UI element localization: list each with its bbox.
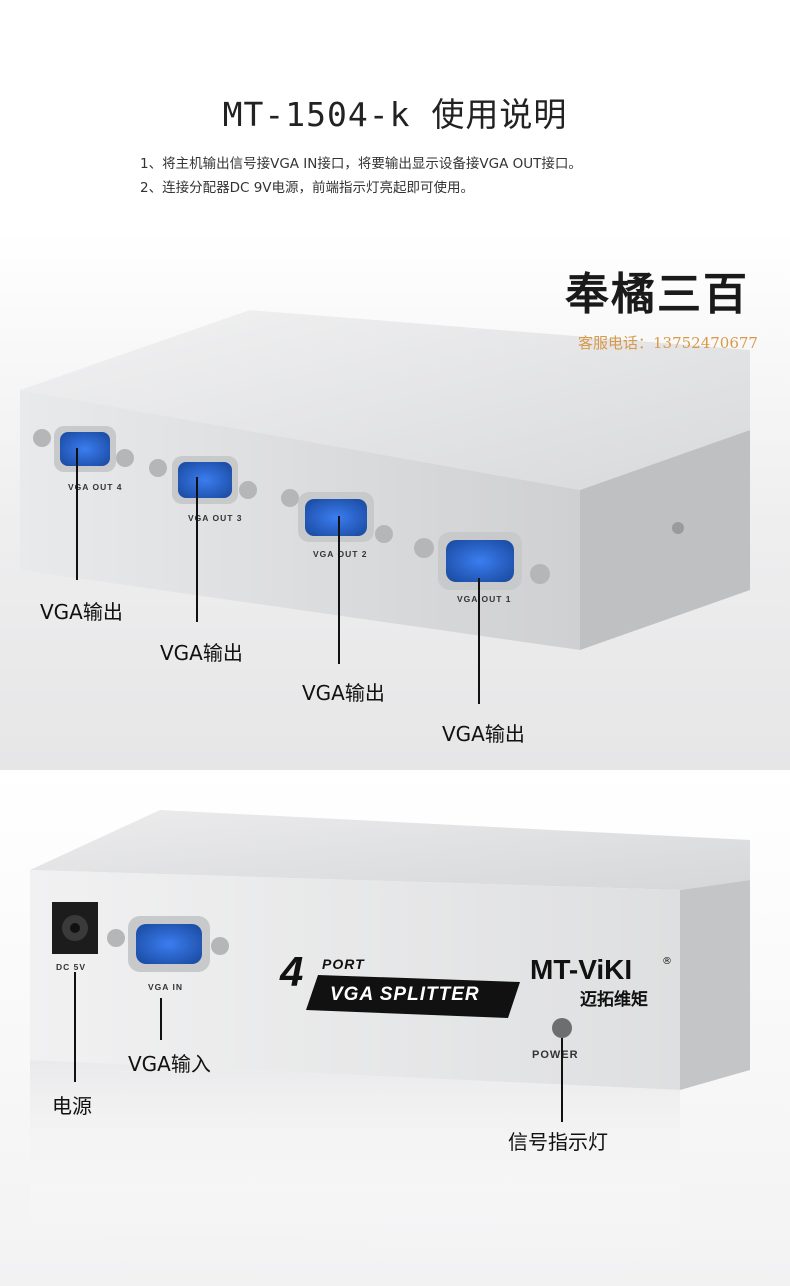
vga-out-3-label: VGA OUT 3 xyxy=(188,513,243,523)
back-view-illustration xyxy=(0,770,790,1286)
brand-en: MT-ViKI xyxy=(530,954,633,985)
vga-in-label: VGA IN xyxy=(148,982,183,992)
power-led xyxy=(552,1018,572,1038)
vga-out-1-label: VGA OUT 1 xyxy=(457,594,512,604)
front-view-illustration xyxy=(0,230,790,770)
instruction-line-1: 1、将主机输出信号接VGA IN接口，将要输出显示设备接VGA OUT接口。 xyxy=(140,156,582,172)
logo-splitter-text: VGA SPLITTER xyxy=(330,984,480,1005)
callout-line-out4 xyxy=(76,448,78,580)
instruction-line-2: 2、连接分配器DC 9V电源，前端指示灯亮起即可使用。 xyxy=(140,180,475,196)
callout-vga-input: VGA输入 xyxy=(128,1052,211,1076)
brand-cn: 迈拓维矩 xyxy=(580,990,648,1010)
dc-label: DC 5V xyxy=(56,962,87,972)
logo-number: 4 xyxy=(280,948,304,995)
callout-power: 电源 xyxy=(52,1094,92,1118)
callout-line-vga-in xyxy=(160,998,162,1040)
callout-vga-output-3: VGA输出 xyxy=(160,641,243,665)
dc-power-jack xyxy=(52,902,98,954)
callout-line-out1 xyxy=(478,578,480,704)
shop-phone: 客服电话：13752470677 xyxy=(578,334,758,352)
callout-line-led xyxy=(561,1038,563,1122)
page-title: MT-1504-k 使用说明 xyxy=(222,95,568,134)
vga-out-1-port xyxy=(414,532,550,590)
vga-out-2-port xyxy=(281,489,393,543)
brand-registered: ® xyxy=(662,956,672,967)
vga-out-3-port xyxy=(149,456,257,504)
shop-logo: 奉橘三百 xyxy=(565,269,749,320)
vga-out-2-label: VGA OUT 2 xyxy=(313,549,368,559)
callout-vga-output-4: VGA输出 xyxy=(40,600,123,624)
vga-out-4-port xyxy=(33,426,134,472)
vga-out-4-label: VGA OUT 4 xyxy=(68,482,123,492)
callout-line-out2 xyxy=(338,516,340,664)
vga-splitter-logo xyxy=(306,975,520,1018)
logo-port: PORT xyxy=(322,956,365,972)
power-label: POWER xyxy=(532,1049,579,1061)
callout-signal-led: 信号指示灯 xyxy=(508,1130,608,1154)
callout-vga-output-2: VGA输出 xyxy=(302,681,385,705)
vga-in-port xyxy=(107,916,229,972)
callout-line-out3 xyxy=(196,477,198,622)
callout-line-power xyxy=(74,972,76,1082)
callout-vga-output-1: VGA输出 xyxy=(442,722,525,746)
